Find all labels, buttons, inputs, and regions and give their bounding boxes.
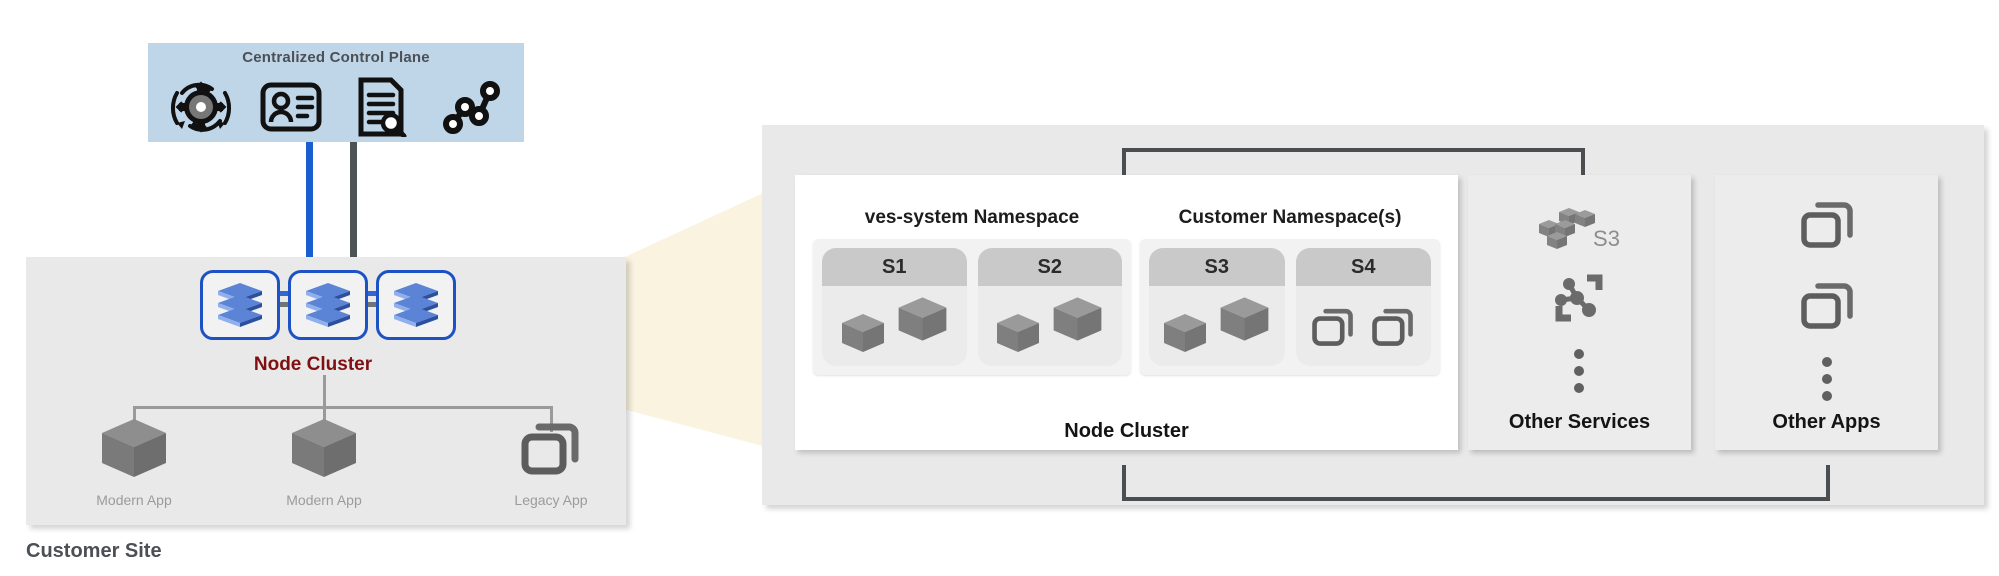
customer-site-label: Customer Site bbox=[26, 540, 162, 562]
document-audit-icon bbox=[346, 76, 416, 138]
namespace-body: S1 S2 bbox=[813, 239, 1131, 375]
node-link-blue-2 bbox=[362, 291, 379, 296]
app-label: Modern App bbox=[286, 492, 362, 508]
control-plane-blue-link bbox=[306, 142, 313, 257]
namespace-title: ves-system Namespace bbox=[864, 207, 1080, 228]
server-stack-icon bbox=[306, 283, 350, 327]
service-label: S3 bbox=[1149, 248, 1285, 286]
service-workloads bbox=[1296, 286, 1432, 366]
service-mesh-icon bbox=[1551, 272, 1607, 329]
more-vertical-icon[interactable] bbox=[1821, 357, 1832, 401]
service-label: S2 bbox=[977, 248, 1122, 286]
node-link-blue-1 bbox=[274, 291, 291, 296]
other-apps-card: Other Apps bbox=[1715, 175, 1938, 450]
bracket-bottom-connector bbox=[1122, 465, 1830, 501]
tree-connector-app3 bbox=[550, 406, 553, 432]
bracket-top-connector bbox=[1122, 148, 1585, 184]
service-workloads bbox=[822, 286, 967, 366]
vm-stack-icon bbox=[1312, 308, 1354, 346]
server-stack-icon bbox=[218, 283, 262, 327]
other-apps-label: Other Apps bbox=[1772, 411, 1881, 433]
app-modern-1[interactable]: Modern App bbox=[59, 415, 209, 508]
service-label: S1 bbox=[822, 248, 967, 286]
cube-icon bbox=[1053, 297, 1102, 341]
control-plane-title: Centralized Control Plane bbox=[242, 49, 430, 66]
app-label: Legacy App bbox=[514, 492, 588, 508]
service-label: S4 bbox=[1295, 248, 1431, 286]
node-cluster-card: ves-system Namespace S1 S2 Customer Name… bbox=[795, 175, 1458, 450]
other-services-label: Other Services bbox=[1508, 411, 1651, 433]
cube-icon bbox=[997, 314, 1040, 352]
s3-label: S3 bbox=[1593, 225, 1620, 251]
vm-stack-icon bbox=[521, 423, 579, 475]
cube-icon bbox=[102, 419, 166, 477]
other-apps-icons bbox=[1796, 175, 1858, 411]
cube-icon bbox=[1164, 314, 1207, 352]
cube-icon bbox=[1220, 297, 1269, 341]
service-workloads bbox=[1149, 286, 1285, 366]
cube-icon bbox=[292, 419, 356, 477]
namespace-title: Customer Namespace(s) bbox=[1178, 207, 1402, 228]
namespace-body: S3 S4 bbox=[1140, 239, 1440, 375]
vm-stack-icon bbox=[1372, 308, 1414, 346]
graph-topology-icon bbox=[436, 76, 506, 138]
service-workloads bbox=[978, 286, 1123, 366]
service-s1[interactable]: S1 bbox=[822, 248, 967, 366]
config-sync-gear-icon bbox=[166, 76, 236, 138]
app-legacy[interactable]: Legacy App bbox=[476, 415, 626, 508]
identity-card-icon bbox=[256, 76, 326, 138]
more-vertical-icon[interactable] bbox=[1574, 348, 1585, 393]
control-plane-gray-link bbox=[350, 142, 357, 257]
app-label: Modern App bbox=[96, 492, 172, 508]
service-s4[interactable]: S4 bbox=[1295, 248, 1432, 366]
cube-icon bbox=[898, 297, 947, 341]
cube-icon bbox=[841, 314, 884, 352]
tree-connector-horizontal bbox=[133, 406, 553, 409]
server-stack-icon bbox=[394, 283, 438, 327]
other-services-card: S3 Other Services bbox=[1468, 175, 1691, 450]
node-cluster-label: Node Cluster bbox=[253, 354, 373, 375]
service-s3[interactable]: S3 bbox=[1149, 248, 1285, 366]
node-2[interactable] bbox=[288, 270, 368, 340]
node-link-gray-2 bbox=[362, 302, 379, 307]
control-plane-icon-row bbox=[148, 73, 524, 141]
node-link-gray-1 bbox=[274, 302, 291, 307]
namespace-customer: Customer Namespace(s) S3 S4 bbox=[1140, 207, 1440, 375]
s3-bucket-icon: S3 bbox=[1539, 204, 1620, 252]
vm-stack-icon bbox=[1796, 195, 1858, 256]
app-modern-2[interactable]: Modern App bbox=[249, 415, 399, 508]
expanded-node-cluster-label: Node Cluster bbox=[1064, 420, 1189, 442]
namespace-ves-system: ves-system Namespace S1 S2 bbox=[813, 207, 1131, 375]
node-1[interactable] bbox=[200, 270, 280, 340]
service-s2[interactable]: S2 bbox=[977, 248, 1123, 366]
node-3[interactable] bbox=[376, 270, 456, 340]
vm-stack-icon bbox=[1796, 276, 1858, 337]
tree-connector-top bbox=[323, 375, 326, 408]
centralized-control-plane-box: Centralized Control Plane bbox=[148, 43, 524, 142]
other-services-icons: S3 bbox=[1539, 175, 1620, 411]
